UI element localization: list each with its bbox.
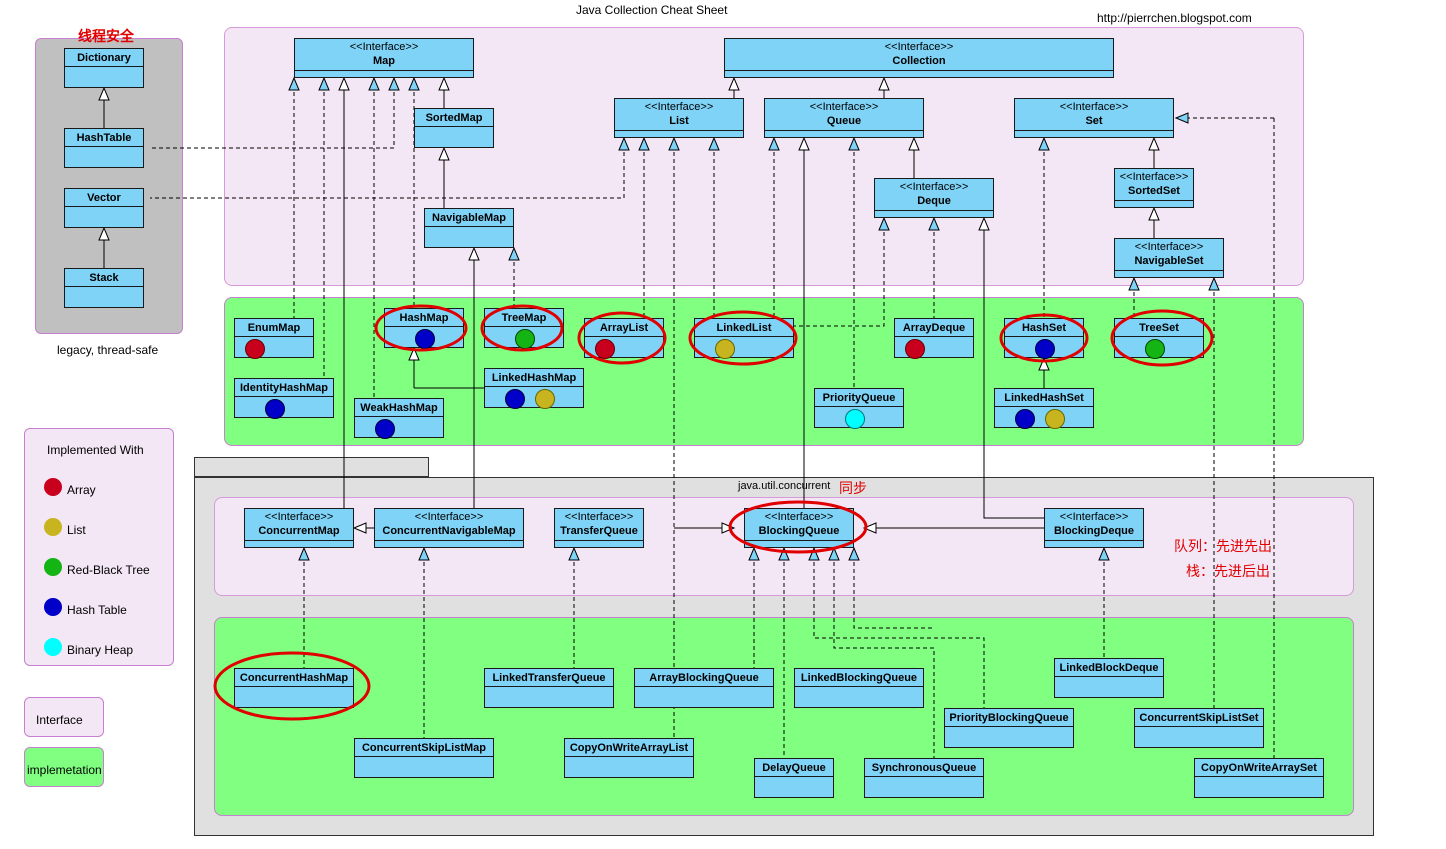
blockingqueue-interface: <<Interface>>BlockingQueue bbox=[744, 508, 854, 548]
legend-binaryheap-label: Binary Heap bbox=[67, 643, 134, 657]
priorityblockingqueue-class: PriorityBlockingQueue bbox=[944, 708, 1074, 748]
concurrentmap-interface: <<Interface>>ConcurrentMap bbox=[244, 508, 354, 548]
highlight-concurrenthashmap bbox=[213, 651, 371, 721]
list-interface: <<Interface>>List bbox=[614, 98, 744, 138]
hashtable-dot bbox=[375, 419, 395, 439]
linkedhashmap-class: LinkedHashMap bbox=[484, 368, 584, 409]
enummap-class: EnumMap bbox=[234, 318, 314, 359]
legend-interface-swatch bbox=[24, 697, 104, 737]
delayqueue-class: DelayQueue bbox=[754, 758, 834, 798]
legend-impl-swatch bbox=[24, 747, 104, 787]
highlight-hashset bbox=[999, 313, 1089, 363]
legend-panel bbox=[24, 428, 174, 666]
linkedtransferqueue-class: LinkedTransferQueue bbox=[484, 668, 614, 708]
highlight-blockingqueue bbox=[728, 500, 868, 554]
array-dot bbox=[595, 339, 615, 359]
legend-array-label: Array bbox=[67, 483, 96, 497]
highlight-hashmap bbox=[374, 304, 468, 352]
legend-hashtable-dot bbox=[44, 598, 62, 616]
treemap-class: TreeMap bbox=[484, 308, 564, 349]
blog-url: http://pierrchen.blogspot.com bbox=[1097, 11, 1252, 25]
concurrentskiplistmap-class: ConcurrentSkipListMap bbox=[354, 738, 494, 778]
array-dot bbox=[905, 339, 925, 359]
legend-interface-label: Interface bbox=[36, 713, 83, 727]
highlight-linkedlist bbox=[688, 310, 798, 366]
sortedmap-interface: SortedMap bbox=[414, 108, 494, 148]
rbtree-dot bbox=[1145, 339, 1165, 359]
arrayblockingqueue-class: ArrayBlockingQueue bbox=[634, 668, 774, 708]
diagram-title: Java Collection Cheat Sheet bbox=[576, 3, 728, 17]
synchronousqueue-class: SynchronousQueue bbox=[864, 758, 984, 798]
legend-impl-label: implemetation bbox=[27, 763, 102, 777]
concurrent-package-tab bbox=[194, 457, 429, 477]
binaryheap-dot bbox=[845, 409, 865, 429]
concurrentnavigablemap-interface: <<Interface>>ConcurrentNavigableMap bbox=[374, 508, 524, 548]
copyonwritearrayset-class: CopyOnWriteArraySet bbox=[1194, 758, 1324, 798]
queue-interface: <<Interface>>Queue bbox=[764, 98, 924, 138]
list-dot bbox=[1045, 409, 1065, 429]
legend-binaryheap-dot bbox=[44, 638, 62, 656]
list-dot bbox=[715, 339, 735, 359]
navigablemap-interface: NavigableMap bbox=[424, 208, 514, 248]
hashtable-dot bbox=[505, 389, 525, 409]
hashtable-dot bbox=[265, 399, 285, 419]
legend-title: Implemented With bbox=[47, 443, 144, 457]
linkedhashset-class: LinkedHashSet bbox=[994, 388, 1094, 429]
array-dot bbox=[245, 339, 265, 359]
hashtable-class: HashTable bbox=[64, 128, 144, 168]
collection-interface: <<Interface>>Collection bbox=[724, 38, 1114, 78]
sortedset-interface: <<Interface>>SortedSet bbox=[1114, 168, 1194, 208]
legend-rbtree-label: Red-Black Tree bbox=[67, 563, 150, 577]
highlight-treeset bbox=[1110, 309, 1214, 367]
highlight-arraylist bbox=[577, 311, 667, 365]
legend-list-label: List bbox=[67, 523, 86, 537]
map-interface: <<Interface>>Map bbox=[294, 38, 474, 78]
linkedblockdeque-class: LinkedBlockDeque bbox=[1054, 658, 1164, 698]
concurrentskiplistset-class: ConcurrentSkipListSet bbox=[1134, 708, 1264, 748]
thread-safe-note: 线程安全 bbox=[78, 28, 134, 44]
concurrent-package-label: java.util.concurrent bbox=[738, 480, 831, 492]
linkedlist-class: LinkedList bbox=[694, 318, 794, 359]
deque-interface: <<Interface>>Deque bbox=[874, 178, 994, 218]
stack-lifo-note: 栈：先进后出 bbox=[1186, 563, 1270, 579]
stack-class: Stack bbox=[64, 268, 144, 308]
navigableset-interface: <<Interface>>NavigableSet bbox=[1114, 238, 1224, 278]
highlight-treemap bbox=[480, 304, 564, 352]
legend-array-dot bbox=[44, 478, 62, 496]
priorityqueue-class: PriorityQueue bbox=[814, 388, 904, 429]
weakhashmap-class: WeakHashMap bbox=[354, 398, 444, 439]
legend-rbtree-dot bbox=[44, 558, 62, 576]
legend-hashtable-label: Hash Table bbox=[67, 603, 127, 617]
hashmap-class: HashMap bbox=[384, 308, 464, 349]
legend-list-dot bbox=[44, 518, 62, 536]
linkedblockingqueue-class: LinkedBlockingQueue bbox=[794, 668, 924, 708]
queue-fifo-note: 队列：先进先出 bbox=[1174, 538, 1272, 554]
set-interface: <<Interface>>Set bbox=[1014, 98, 1174, 138]
arraylist-class: ArrayList bbox=[584, 318, 664, 359]
transferqueue-interface: <<Interface>>TransferQueue bbox=[554, 508, 644, 548]
identityhashmap-class: IdentityHashMap bbox=[234, 378, 334, 419]
hashset-class: HashSet bbox=[1004, 318, 1084, 359]
legacy-caption: legacy, thread-safe bbox=[57, 343, 159, 357]
copyonwritearraylist-class: CopyOnWriteArrayList bbox=[564, 738, 694, 778]
hashtable-dot bbox=[1015, 409, 1035, 429]
blockingdeque-interface: <<Interface>>BlockingDeque bbox=[1044, 508, 1144, 548]
arraydeque-class: ArrayDeque bbox=[894, 318, 974, 359]
hashtable-dot bbox=[1035, 339, 1055, 359]
concurrenthashmap-class: ConcurrentHashMap bbox=[234, 668, 354, 708]
list-dot bbox=[535, 389, 555, 409]
dictionary-class: Dictionary bbox=[64, 48, 144, 88]
vector-class: Vector bbox=[64, 188, 144, 228]
treeset-class: TreeSet bbox=[1114, 318, 1204, 359]
sync-note: 同步 bbox=[839, 480, 867, 496]
